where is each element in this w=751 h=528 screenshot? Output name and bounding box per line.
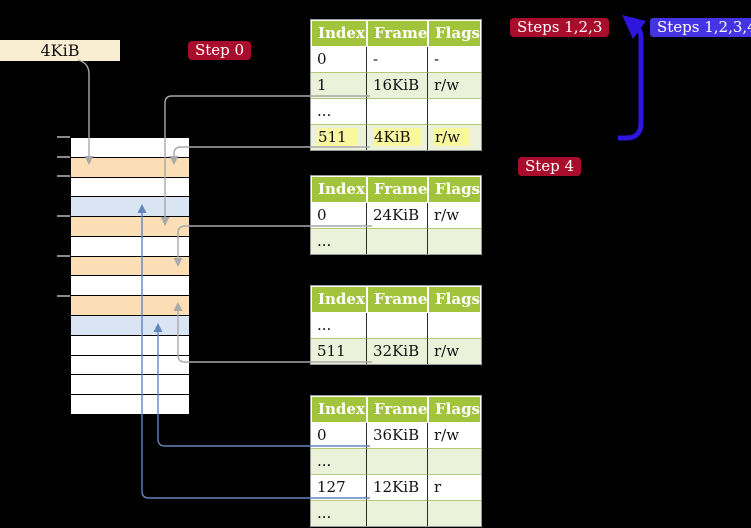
highlight: r/w: [434, 128, 471, 146]
cell-flags: r/w: [428, 423, 481, 449]
cell-index: ...: [311, 313, 367, 339]
table-row: 0 - -: [311, 47, 481, 73]
cell-flags: r/w: [428, 203, 481, 229]
table-row: 1 16KiB r/w: [311, 73, 481, 99]
col-header-flags: Flags: [428, 176, 481, 203]
table-header-row: Index Frame Flags: [311, 20, 481, 47]
memory-frame-row-peach: [71, 217, 189, 237]
cell-frame: [367, 313, 428, 339]
arrowhead-up-left-icon: [622, 15, 646, 39]
cell-frame: -: [367, 47, 428, 73]
col-header-index: Index: [311, 20, 367, 47]
col-header-flags: Flags: [428, 286, 481, 313]
col-header-index: Index: [311, 286, 367, 313]
memory-frame-row-peach: [71, 296, 189, 317]
badge-steps-1234: Steps 1,2,3,4: [650, 18, 751, 37]
page-table-4: Index Frame Flags 0 36KiB r/w ... 127 12…: [310, 395, 482, 527]
memory-frame-row-white: [71, 236, 189, 257]
col-header-frame: Frame: [367, 176, 428, 203]
memory-frame-row-white: [71, 395, 189, 414]
cell-frame: 16KiB: [367, 73, 428, 99]
highlight: 511: [317, 128, 357, 146]
memory-frame-row-peach: [71, 256, 189, 277]
memory-stack: [70, 137, 190, 415]
cell-frame: 12KiB: [367, 475, 428, 501]
table-row: 0 24KiB r/w: [311, 203, 481, 229]
table-row: ...: [311, 229, 481, 254]
cell-index: 0: [311, 203, 367, 229]
cell-index: 0: [311, 47, 367, 73]
cell-frame: 4KiB: [367, 125, 428, 150]
cell-index: 511: [311, 125, 367, 150]
badge-steps-123: Steps 1,2,3: [510, 18, 610, 37]
memory-frame-row-peach: [71, 157, 189, 178]
arrow-loop-back: [618, 24, 644, 141]
cell-index: 511: [311, 339, 367, 364]
cell-flags: r/w: [428, 73, 481, 99]
cell-flags: [428, 449, 481, 475]
cell-flags: r/w: [428, 125, 481, 150]
table-row: ...: [311, 449, 481, 475]
cell-flags: [428, 313, 481, 339]
memory-frame-row-white: [71, 276, 189, 297]
memory-frame-row-white: [71, 375, 189, 396]
cell-frame: [367, 99, 428, 125]
table-header-row: Index Frame Flags: [311, 286, 481, 313]
table-row-highlighted: 511 4KiB r/w: [311, 125, 481, 150]
table-row: ...: [311, 501, 481, 526]
memory-frame-row-blue: [71, 197, 189, 218]
table-row: ...: [311, 99, 481, 125]
address-tick: [57, 295, 70, 297]
col-header-index: Index: [311, 176, 367, 203]
table-row: 0 36KiB r/w: [311, 423, 481, 449]
cell-flags: [428, 99, 481, 125]
cell-frame: [367, 449, 428, 475]
page-table-3: Index Frame Flags ... 511 32KiB r/w: [310, 285, 482, 365]
address-tick: [57, 215, 70, 217]
cell-frame: [367, 229, 428, 254]
col-header-frame: Frame: [367, 396, 428, 423]
cell-index: ...: [311, 229, 367, 254]
address-tick: [57, 175, 70, 177]
table-row: 511 32KiB r/w: [311, 339, 481, 364]
cell-index: 127: [311, 475, 367, 501]
col-header-frame: Frame: [367, 20, 428, 47]
badge-step-4: Step 4: [518, 157, 582, 176]
table-header-row: Index Frame Flags: [311, 396, 481, 423]
table-row: 127 12KiB r: [311, 475, 481, 501]
col-header-frame: Frame: [367, 286, 428, 313]
page-table-1: Index Frame Flags 0 - - 1 16KiB r/w ... …: [310, 19, 482, 151]
table-row: ...: [311, 313, 481, 339]
address-tick: [57, 136, 70, 138]
memory-frame-row-blue: [71, 316, 189, 336]
cell-flags: -: [428, 47, 481, 73]
page-table-2: Index Frame Flags 0 24KiB r/w ...: [310, 175, 482, 255]
cell-frame: [367, 501, 428, 526]
badge-step-0: Step 0: [188, 41, 252, 60]
cell-frame: 36KiB: [367, 423, 428, 449]
cell-flags: [428, 229, 481, 254]
cell-index: ...: [311, 99, 367, 125]
memory-frame-row-white: [71, 335, 189, 356]
table-header-row: Index Frame Flags: [311, 176, 481, 203]
memory-frame-row-white: [71, 177, 189, 198]
cell-index: 0: [311, 423, 367, 449]
memory-frame-row-white: [71, 138, 189, 158]
frame-size-label: 4KiB: [0, 40, 120, 61]
cell-flags: [428, 501, 481, 526]
cell-frame: 32KiB: [367, 339, 428, 364]
cell-frame: 24KiB: [367, 203, 428, 229]
address-tick: [57, 255, 70, 257]
memory-frame-row-white: [71, 355, 189, 376]
col-header-flags: Flags: [428, 396, 481, 423]
col-header-index: Index: [311, 396, 367, 423]
col-header-flags: Flags: [428, 20, 481, 47]
cell-flags: r/w: [428, 339, 481, 364]
cell-index: ...: [311, 449, 367, 475]
highlight: 4KiB: [373, 128, 421, 146]
cell-index: 1: [311, 73, 367, 99]
address-tick: [57, 156, 70, 158]
cell-index: ...: [311, 501, 367, 526]
cell-flags: r: [428, 475, 481, 501]
